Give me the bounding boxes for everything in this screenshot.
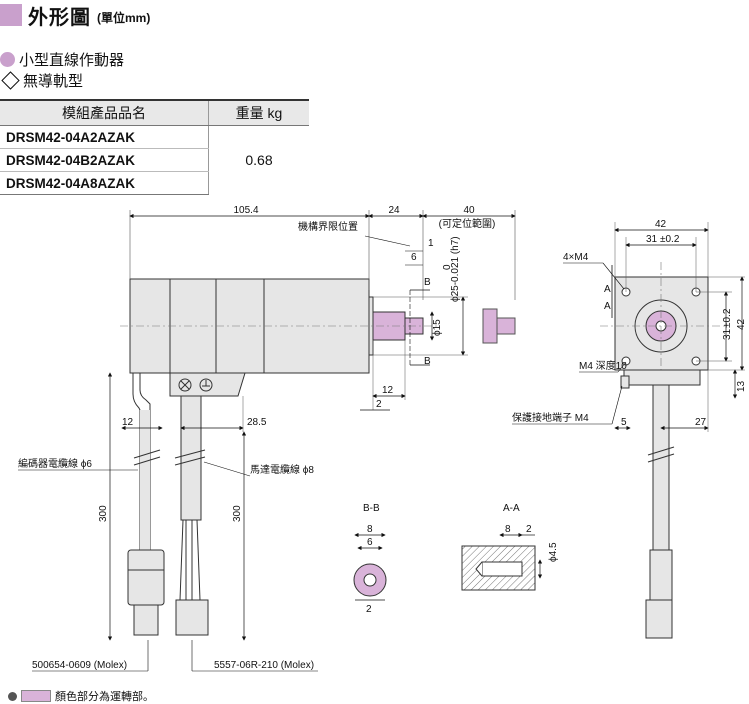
legend-text: 顏色部分為運轉部。 — [55, 691, 154, 703]
dim-12-rod: 12 — [382, 385, 394, 396]
section-b-marker-bottom: B — [424, 356, 431, 367]
bb-dim-2: 2 — [366, 604, 372, 615]
dimension-drawing: 105.4 24 40 (可定位範圍) 機構界限位置 1 6 ϕ25-0.021… — [18, 205, 747, 672]
section-aa-title: A-A — [503, 503, 520, 514]
dim-1: 1 — [428, 238, 434, 249]
front-pitch-31: 31 — [646, 234, 658, 245]
section-bb: B-B 8 6 2 — [353, 503, 387, 615]
diamond-bullet-icon — [1, 71, 20, 90]
product-type-label: 小型直線作動器 — [19, 52, 125, 69]
mount-hole-icon — [621, 356, 631, 366]
motor-connector — [175, 599, 209, 636]
dim-28-5: 28.5 — [247, 417, 267, 428]
dim-40-stroke: 40 — [463, 205, 475, 216]
aa-dim-2: 2 — [526, 524, 532, 535]
moving-part-swatch — [21, 690, 51, 702]
motor-block — [169, 278, 217, 374]
front-view: 42 31 ±0.2 42 31 ±0.2 4×M4 A A M4 深度10 保… — [512, 219, 747, 639]
page-title: 外形圖 — [28, 6, 91, 29]
aa-diameter: ϕ4.5 — [548, 542, 559, 562]
col-header-weight: 重量 kg — [208, 99, 309, 126]
page-header: 外形圖 (單位mm) — [0, 0, 150, 30]
section-a-marker-top: A — [604, 284, 611, 295]
bb-dim-6: 6 — [367, 537, 373, 548]
encoder-cable-label: 編碼器電纜線 ϕ6 — [18, 457, 92, 470]
stroke-note: (可定位範圍) — [439, 217, 496, 230]
dim-24: 24 — [388, 205, 400, 216]
screw-spec-label: 4×M4 — [563, 252, 589, 263]
dim-12-cable: 12 — [122, 417, 134, 428]
dim-total-length: 105.4 — [233, 205, 258, 216]
rod-diameter: ϕ15 — [432, 319, 443, 336]
col-header-model: 模組產品品名 — [0, 99, 209, 126]
dim-6: 6 — [411, 252, 417, 263]
side-view: 105.4 24 40 (可定位範圍) 機構界限位置 1 6 ϕ25-0.021… — [18, 205, 516, 672]
front-tol-31-v: ±0.2 — [722, 308, 733, 328]
ground-terminal-label: 保護接地端子 M4 — [512, 411, 589, 424]
product-subtype-label: 無導軌型 — [23, 73, 84, 90]
bb-dim-8: 8 — [367, 524, 373, 535]
dim-2: 2 — [376, 399, 382, 410]
model-name: DRSM42-04B2AZAK — [0, 148, 209, 172]
product-subtype-heading: 無導軌型 — [0, 70, 83, 91]
encoder-connector — [127, 549, 165, 606]
earth-symbol-icon — [199, 378, 213, 392]
shaft-diameter: ϕ25-0.021 (h7) — [450, 236, 461, 302]
legend: 顏色部分為運轉部。 — [8, 688, 154, 704]
legend-bullet-icon — [8, 691, 17, 701]
encoder-connector-label: 500654-0609 (Molex) — [32, 660, 127, 671]
dim-5: 5 — [621, 417, 627, 428]
product-type-heading: 小型直線作動器 — [0, 49, 124, 70]
aa-dim-8: 8 — [505, 524, 511, 535]
thread-depth-label: M4 深度10 — [579, 359, 627, 372]
dim-13: 13 — [736, 380, 747, 392]
unit-note: (單位mm) — [97, 10, 151, 25]
motor-cable-label: 馬達電纜線 ϕ8 — [250, 463, 314, 476]
model-name: DRSM42-04A8AZAK — [0, 171, 209, 195]
ground-screw-icon — [178, 378, 192, 392]
cable-length-right: 300 — [232, 505, 243, 522]
weight-value: 0.68 — [245, 152, 273, 169]
section-aa: A-A 8 2 ϕ4.5 — [461, 503, 559, 591]
bullet-dot-icon — [0, 52, 15, 67]
limit-position-label: 機構界限位置 — [298, 220, 358, 233]
model-name: DRSM42-04A2AZAK — [0, 125, 209, 149]
title-accent-bar — [0, 4, 22, 26]
cable-length-left: 300 — [98, 505, 109, 522]
motor-connector-label: 5557-06R-210 (Molex) — [214, 660, 314, 671]
ground-terminal — [620, 375, 630, 389]
rod-extended-tip — [496, 317, 516, 335]
section-bb-title: B-B — [363, 503, 380, 514]
front-pitch-31-v: 31 — [722, 328, 733, 340]
front-height-42: 42 — [736, 318, 747, 330]
spec-table: 模組產品品名 重量 kg DRSM42-04A2AZAK 0.68 DRSM42… — [0, 99, 309, 195]
front-cable — [652, 384, 670, 551]
front-tol-31: ±0.2 — [660, 234, 680, 245]
section-b-marker-top: B — [424, 277, 431, 288]
shaft-tolerance: 0 — [442, 264, 453, 270]
dim-27: 27 — [695, 417, 707, 428]
rod-extended — [482, 308, 498, 344]
front-width-42: 42 — [655, 219, 667, 230]
section-a-marker-bottom: A — [604, 301, 611, 312]
